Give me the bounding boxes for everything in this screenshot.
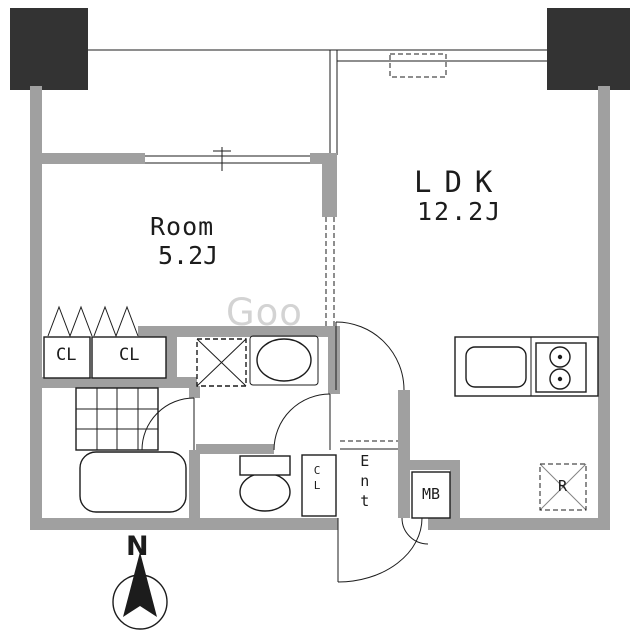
walls (30, 86, 610, 530)
wall-room-top-left (42, 153, 145, 164)
kitchen-sink (465, 346, 527, 388)
wash-basin-counter (249, 335, 319, 386)
wall-left (30, 86, 42, 530)
wall-meter-box-right (450, 460, 460, 518)
closet-1-label: CL (56, 345, 77, 365)
shoe-closet-box (301, 454, 337, 517)
bifold-door-icon (47, 305, 93, 338)
doors (141, 321, 429, 583)
toilet-bowl (239, 472, 291, 512)
structure (10, 8, 630, 155)
compass (112, 552, 168, 630)
wall-bath-partition-upper (189, 388, 200, 398)
wall-bottom-left (30, 518, 338, 530)
wall-corridor-left (328, 326, 340, 394)
entrance-area (301, 440, 451, 519)
wash-basin (256, 338, 312, 382)
room-window (145, 147, 310, 171)
refrigerator-outline (539, 463, 587, 511)
wall-right (598, 86, 610, 530)
door-arc-washroom (273, 393, 331, 451)
sliding-partition (325, 217, 335, 326)
burner-dot (557, 376, 563, 382)
wall-partition-top (322, 153, 337, 217)
wall-closet-right (166, 326, 177, 388)
toilet (239, 455, 291, 512)
watermark-text: Goo (226, 291, 303, 334)
north-label: N (126, 531, 149, 562)
beam-outline (389, 53, 447, 78)
door-arc-entrance-sub (401, 517, 429, 545)
entrance-label: Ent (355, 452, 374, 512)
washer-space-cross (196, 338, 247, 387)
closet-1-box (43, 336, 91, 379)
refrigerator-cross (539, 463, 587, 511)
wall-room-bottom (138, 326, 337, 337)
bathtub (79, 451, 187, 513)
ldk-area-label: 12.2J (417, 197, 503, 226)
wall-meter-box-top (410, 460, 460, 470)
room-label: Room (150, 212, 215, 241)
shoe-closet-label: CL (310, 464, 324, 494)
north-needle-icon (123, 552, 157, 617)
wall-corridor-right (398, 390, 410, 518)
burner-dot (557, 354, 563, 360)
kitchen (454, 336, 599, 397)
bathroom (75, 335, 319, 513)
door-arc-ldk (335, 321, 405, 391)
wall-closet-bottom (30, 377, 200, 388)
refrigerator-label: R (558, 477, 568, 495)
pillar-right (547, 8, 630, 90)
closet-2-label: CL (119, 345, 140, 365)
room-area-label: 5.2J (158, 241, 219, 270)
wall-bath-partition-lower (189, 450, 200, 518)
pillar-left (10, 8, 88, 90)
door-arc-entrance-main (337, 517, 423, 583)
bifold-door-icon (93, 305, 139, 338)
meter-box-label: MB (422, 485, 441, 503)
wall-wc-top (196, 444, 274, 454)
door-arc-bathroom (141, 397, 195, 451)
wall-bottom-right (428, 518, 610, 530)
ldk-label: LDK (414, 165, 506, 199)
closets (43, 305, 167, 379)
closet-2-box (91, 336, 167, 379)
toilet-tank (239, 455, 291, 476)
meter-box (411, 471, 451, 519)
refrigerator-space (539, 463, 587, 511)
